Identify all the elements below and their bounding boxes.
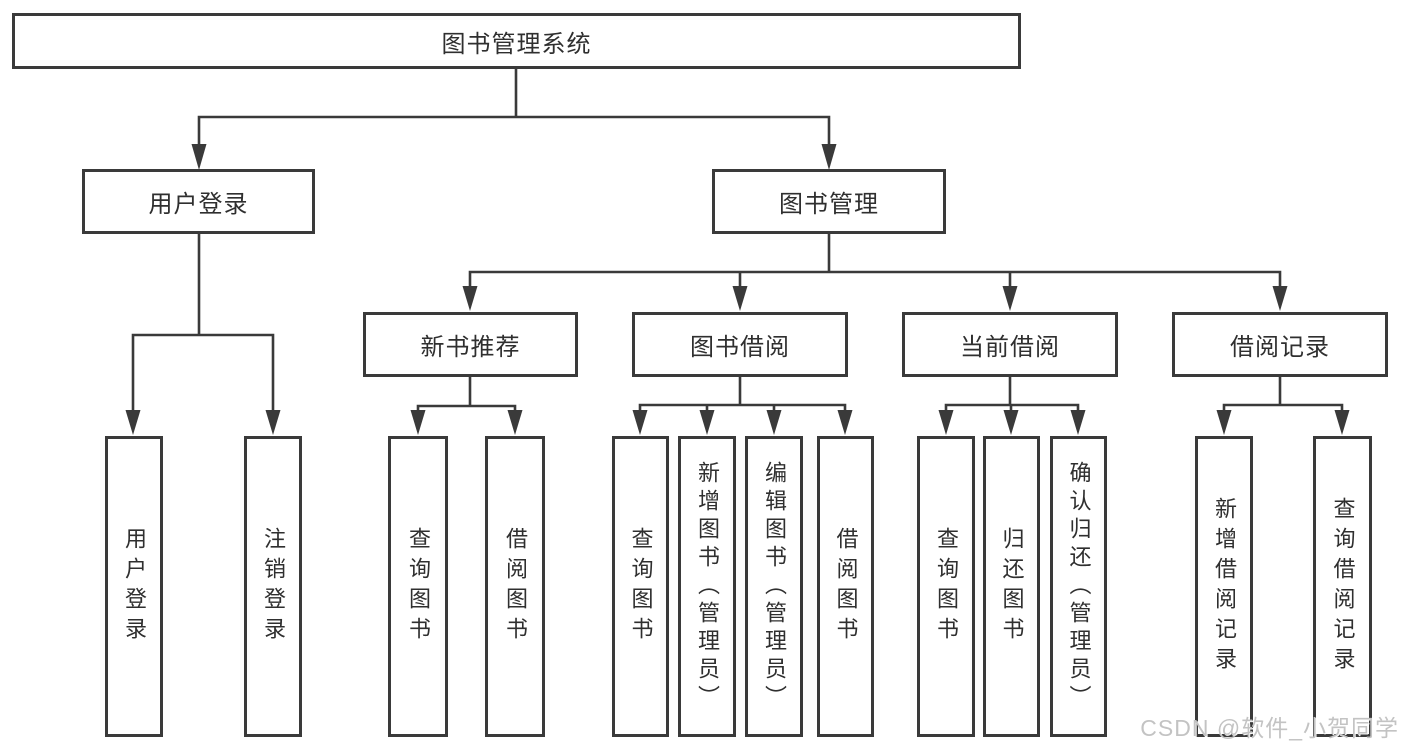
leaf-borrow-add-admin: 新增图书（管理员） [678,436,736,737]
node-label: 确认归还（管理员） [1066,460,1092,713]
node-label: 查询图书 [628,526,654,647]
edge-newbook-to-leaves [416,375,517,420]
node-book-borrow: 图书借阅 [632,312,848,377]
node-label: 图书管理系统 [441,30,592,58]
edge-record-to-leaves [1222,375,1344,420]
node-label: 借阅记录 [1230,334,1330,361]
node-label: 新增图书（管理员） [695,460,720,713]
leaf-current-confirm-admin: 确认归还（管理员） [1050,436,1107,737]
node-new-book-recommend: 新书推荐 [363,312,578,377]
node-label: 图书管理 [779,191,879,218]
node-book-management: 图书管理 [712,169,946,234]
arrowheads [125,144,1350,435]
leaf-record-query: 查询借阅记录 [1313,436,1372,737]
leaf-borrow-query: 查询图书 [612,436,669,737]
edge-bookmgmt-to-level3 [468,231,1282,296]
node-label: 查询借阅记录 [1330,496,1356,677]
edge-userlogin-to-leaves [131,231,275,420]
node-borrow-record: 借阅记录 [1172,312,1388,377]
node-label: 当前借阅 [960,334,1060,361]
leaf-borrow-borrow: 借阅图书 [817,436,874,737]
node-label: 查询图书 [406,526,431,647]
node-label: 新增借阅记录 [1212,496,1237,677]
node-label: 编辑图书（管理员） [762,460,787,713]
node-label: 注销登录 [261,526,286,647]
leaf-record-add: 新增借阅记录 [1195,436,1253,737]
node-label: 新书推荐 [420,334,521,361]
leaf-user-login: 用户登录 [105,436,163,737]
node-label: 用户登录 [122,526,147,647]
leaf-newbook-query: 查询图书 [388,436,448,737]
edge-root-to-level2 [197,66,831,154]
node-label: 图书借阅 [690,334,790,361]
node-label: 借阅图书 [503,526,528,647]
leaf-current-return: 归还图书 [983,436,1040,737]
node-label: 借阅图书 [833,526,859,647]
node-user-login: 用户登录 [82,169,315,234]
leaf-newbook-borrow: 借阅图书 [485,436,545,737]
leaf-current-query: 查询图书 [917,436,975,737]
node-label: 查询图书 [934,526,959,647]
edge-borrow-to-leaves [638,375,847,420]
leaf-logout: 注销登录 [244,436,302,737]
leaf-borrow-edit-admin: 编辑图书（管理员） [745,436,803,737]
node-root-system: 图书管理系统 [12,13,1021,69]
node-label: 用户登录 [148,191,249,218]
node-label: 归还图书 [999,526,1025,647]
node-current-borrow: 当前借阅 [902,312,1118,377]
